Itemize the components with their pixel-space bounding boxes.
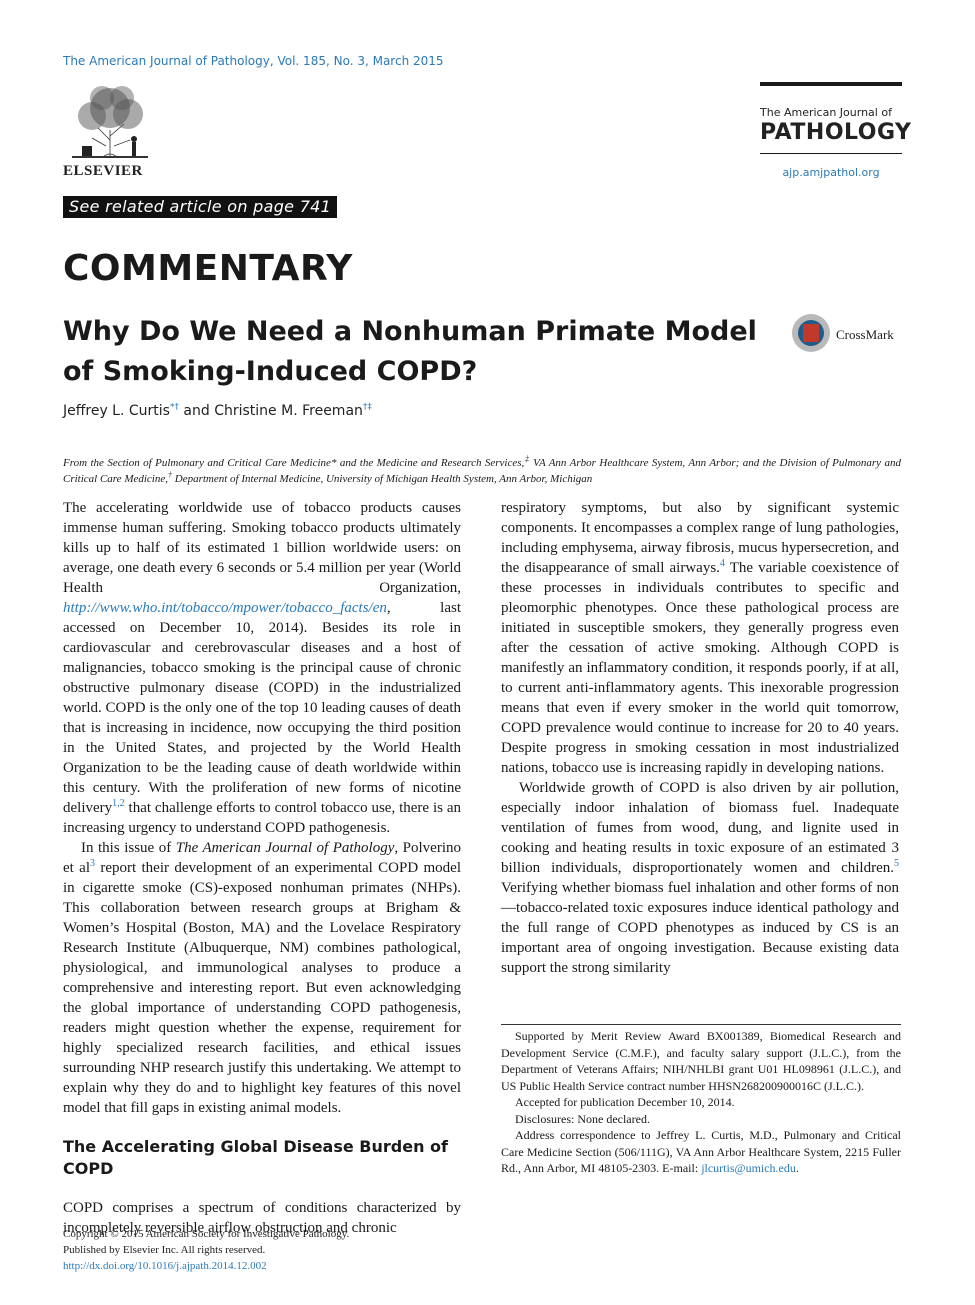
footnotes: Supported by Merit Review Award BX001389…	[501, 1028, 901, 1177]
related-article-link[interactable]: See related article on page 741	[63, 196, 338, 218]
journal-url-link[interactable]: ajp.amjpathol.org	[782, 166, 880, 179]
who-link[interactable]: http://www.who.int/tobacco/mpower/tobacc…	[63, 600, 387, 616]
body-paragraph: In this issue of The American Journal of…	[63, 840, 461, 1116]
correspondence-note: Address correspondence to Jeffrey L. Cur…	[501, 1128, 901, 1175]
brand-top-rule	[760, 82, 902, 86]
article-title: Why Do We Need a Nonhuman Primate Model …	[63, 316, 757, 387]
body-paragraph: COPD comprises a spectrum of conditions …	[63, 1200, 461, 1236]
footnote-divider	[501, 1024, 901, 1025]
accepted-note: Accepted for publication December 10, 20…	[515, 1095, 735, 1109]
author-conjunction: and	[178, 403, 215, 419]
journal-brand: The American Journal of PATHOLOGY ajp.am…	[760, 82, 912, 179]
brand-bottom-rule	[760, 153, 902, 154]
copyright-block: Copyright © 2015 American Society for In…	[63, 1226, 349, 1274]
funding-note: Supported by Merit Review Award BX001389…	[501, 1029, 901, 1093]
body-column-right: respiratory symptoms, but also by signif…	[501, 498, 899, 978]
crossmark-label: CrossMark	[836, 327, 894, 342]
publisher-line: Published by Elsevier Inc. All rights re…	[63, 1244, 266, 1256]
brand-title: PATHOLOGY	[760, 120, 912, 145]
affiliation-mark: ‡	[524, 454, 530, 464]
crossmark-badge[interactable]: CrossMark	[792, 314, 904, 356]
elsevier-tree-logo	[62, 80, 158, 160]
author-name[interactable]: Jeffrey L. Curtis	[63, 403, 170, 419]
author-affiliation-marks: *†	[169, 402, 179, 413]
affiliations: From the Section of Pulmonary and Critic…	[63, 454, 901, 485]
publisher-name: ELSEVIER	[63, 163, 143, 179]
author-list: Jeffrey L. Curtis*† and Christine M. Fre…	[63, 403, 372, 419]
affiliation-mark: †	[168, 470, 172, 480]
journal-citation: The American Journal of Pathology, Vol. …	[63, 54, 444, 68]
citation-ref[interactable]: 4	[719, 558, 725, 569]
email-link[interactable]: jlcurtis@umich.edu	[701, 1161, 796, 1175]
body-paragraph: Worldwide growth of COPD is also driven …	[501, 780, 899, 976]
doi-link[interactable]: http://dx.doi.org/10.1016/j.ajpath.2014.…	[63, 1260, 267, 1272]
section-heading: The Accelerating Global Disease Burden o…	[63, 1137, 448, 1178]
brand-subtitle: The American Journal of	[760, 106, 892, 119]
body-paragraph: The accelerating worldwide use of tobacc…	[63, 500, 461, 836]
section-label: COMMENTARY	[63, 248, 353, 289]
body-column-left: The accelerating worldwide use of tobacc…	[63, 498, 461, 1238]
copyright-line: Copyright © 2015 American Society for In…	[63, 1228, 350, 1240]
author-name[interactable]: Christine M. Freeman	[214, 403, 363, 419]
disclosure-note: Disclosures: None declared.	[515, 1111, 650, 1126]
citation-ref[interactable]: 5	[894, 858, 899, 869]
author-affiliation-marks: †‡	[362, 402, 372, 413]
journal-name: The American Journal of Pathology	[175, 840, 395, 856]
citation-ref[interactable]: 1,2	[112, 798, 125, 809]
crossmark-icon	[792, 314, 830, 352]
body-paragraph: respiratory symptoms, but also by signif…	[501, 500, 899, 776]
citation-ref[interactable]: 3	[90, 858, 95, 869]
